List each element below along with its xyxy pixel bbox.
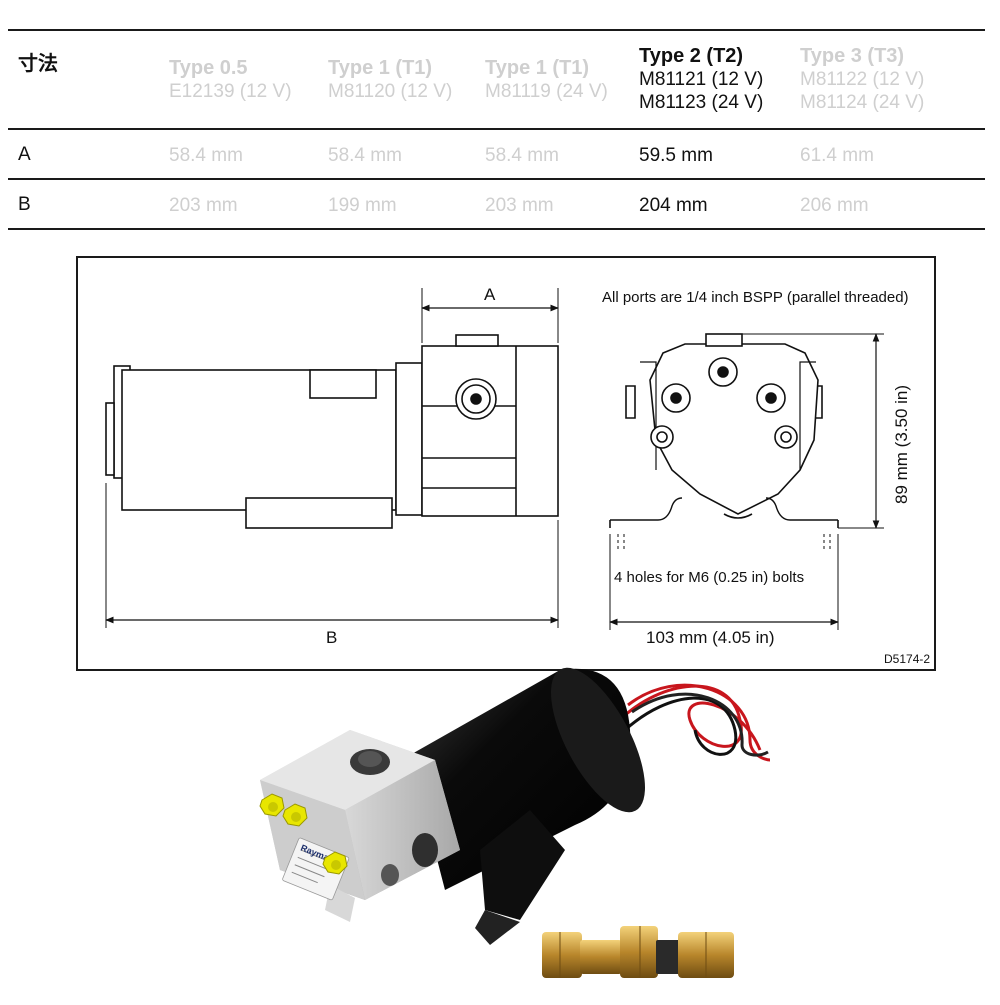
table-cell-active: 204 mm — [639, 195, 708, 216]
pump-photo-illustration: Raymarine — [259, 667, 771, 978]
yellow-cap-2 — [282, 803, 308, 827]
table-cell: 58.4 mm — [169, 145, 243, 166]
row-label-b: B — [18, 194, 31, 215]
column-model-line: E12139 (12 V) — [169, 81, 292, 102]
pump-front-view — [609, 333, 839, 552]
width-dimension-line — [609, 534, 839, 630]
power-wires — [618, 683, 771, 762]
dimension-b-line — [105, 483, 559, 628]
holes-note: 4 holes for M6 (0.25 in) bolts — [614, 569, 805, 586]
column-model-line: M81124 (24 V) — [800, 92, 925, 113]
table-cell: 58.4 mm — [485, 145, 559, 166]
drawing-code: D5174-2 — [884, 652, 931, 666]
column-model-line: M81120 (12 V) — [328, 81, 453, 102]
table-rule-row — [8, 178, 985, 180]
column-header: Type 0.5 E12139 (12 V) — [169, 57, 292, 103]
table-rule-top — [8, 29, 985, 31]
dimension-a-line — [421, 288, 559, 343]
table-cell: 206 mm — [800, 195, 869, 216]
column-type-name: Type 3 (T3) — [800, 45, 905, 67]
table-cell: 58.4 mm — [328, 145, 402, 166]
table-rule-bottom — [8, 228, 985, 230]
dimension-a-label: A — [484, 285, 496, 304]
table-cell: 203 mm — [169, 195, 238, 216]
yellow-cap-3 — [322, 851, 348, 875]
yellow-cap-1 — [259, 793, 285, 817]
table-corner-label: 寸法 — [18, 53, 58, 75]
column-model-line: M81122 (12 V) — [800, 69, 925, 90]
table-rule-header — [8, 128, 985, 130]
table-cell: 61.4 mm — [800, 145, 874, 166]
column-header: Type 1 (T1) M81119 (24 V) — [485, 57, 608, 103]
pump-product-photo: Raymarine — [230, 660, 790, 1000]
height-dimension-line — [742, 333, 884, 529]
column-header: Type 1 (T1) M81120 (12 V) — [328, 57, 452, 103]
table-cell: 203 mm — [485, 195, 554, 216]
row-label-a: A — [18, 144, 31, 165]
table-cell: 199 mm — [328, 195, 397, 216]
height-label: 89 mm (3.50 in) — [892, 384, 911, 504]
column-header-active: Type 2 (T2) M81121 (12 V) M81123 (24 V) — [639, 45, 763, 114]
dimension-drawing: A B All ports are 1/4 inch BSPP (paralle… — [76, 256, 936, 671]
column-type-name: Type 2 (T2) — [639, 45, 744, 67]
column-model-line: M81123 (24 V) — [639, 92, 764, 113]
column-type-name: Type 1 (T1) — [328, 57, 433, 79]
motor-body — [410, 667, 645, 945]
pump-block: Raymarine — [260, 730, 460, 922]
pump-line-drawing — [105, 288, 884, 630]
dimensions-table: 寸法 Type 0.5 E12139 (12 V) Type 1 (T1) M8… — [8, 29, 985, 230]
brass-fitting — [542, 926, 734, 978]
table-cell-active: 59.5 mm — [639, 145, 713, 166]
yellow-port-caps — [259, 793, 348, 875]
column-type-name: Type 1 (T1) — [485, 57, 590, 79]
pump-side-view — [105, 334, 559, 529]
column-type-name: Type 0.5 — [169, 57, 248, 79]
column-model-line: M81119 (24 V) — [485, 81, 608, 102]
column-model-line: M81121 (12 V) — [639, 69, 764, 90]
dimension-b-label: B — [326, 628, 338, 647]
column-header: Type 3 (T3) M81122 (12 V) M81124 (24 V) — [800, 45, 924, 114]
ports-note: All ports are 1/4 inch BSPP (parallel th… — [602, 289, 909, 306]
width-label: 103 mm (4.05 in) — [646, 628, 775, 647]
